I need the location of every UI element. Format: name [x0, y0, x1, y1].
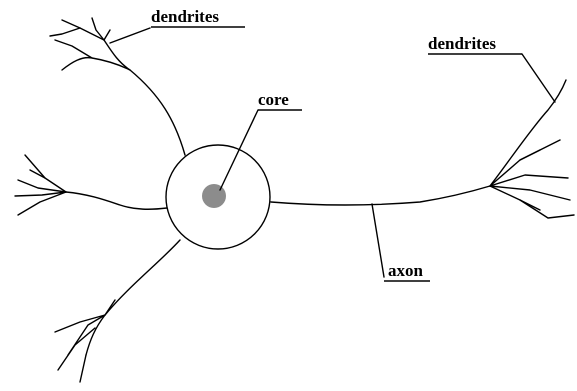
leader-line-dendrites-right: [521, 53, 556, 103]
dendrite-left: [14, 154, 168, 216]
nucleus: [202, 184, 226, 208]
label-core: core: [258, 90, 289, 109]
dendrite-lower-left: [54, 239, 181, 383]
label-axon: axon: [388, 261, 424, 280]
leader-line-dendrites-left: [109, 27, 151, 44]
leader-line-core: [219, 109, 259, 191]
label-dendrites-right: dendrites: [428, 34, 496, 53]
dendrite-right: [489, 79, 575, 219]
label-dendrites-left: dendrites: [151, 7, 219, 26]
dendrite-upper-left: [49, 17, 186, 156]
axon-line: [270, 185, 491, 206]
leader-line-axon: [371, 203, 385, 278]
